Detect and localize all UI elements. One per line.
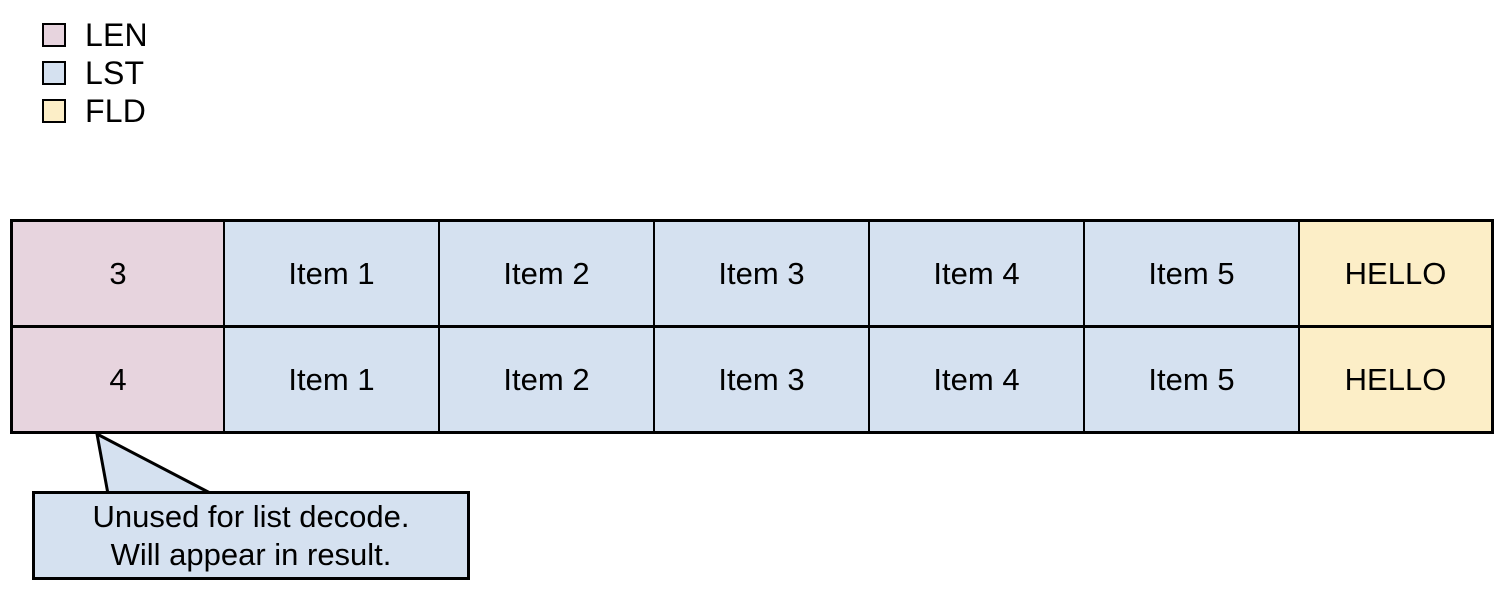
legend-label-len: LEN [85, 17, 148, 53]
legend-swatch-icon-fld [42, 99, 66, 123]
cell-list-item-row1-5: Item 5 [1085, 222, 1300, 325]
cell-list-item-row1-3: Item 3 [655, 222, 870, 325]
legend: LEN LST FLD [42, 16, 342, 130]
legend-item-len: LEN [42, 16, 342, 54]
cell-list-item-row2-2: Item 2 [440, 328, 655, 431]
cell-list-item-row1-4: Item 4 [870, 222, 1085, 325]
callout-box: Unused for list decode. Will appear in r… [32, 491, 470, 580]
legend-item-fld: FLD [42, 92, 342, 130]
cell-len-row1: 3 [13, 222, 225, 325]
cell-field-row1: HELLO [1300, 222, 1491, 325]
cell-list-item-row2-3: Item 3 [655, 328, 870, 431]
legend-label-fld: FLD [85, 93, 147, 129]
cell-list-item-row1-1: Item 1 [225, 222, 440, 325]
legend-swatch-icon-len [42, 23, 66, 47]
legend-item-lst: LST [42, 54, 342, 92]
callout-tail-icon [94, 431, 213, 496]
table-row: 3 Item 1 Item 2 Item 3 Item 4 Item 5 HEL… [13, 222, 1491, 328]
legend-label-lst: LST [85, 55, 145, 91]
callout-line-1: Unused for list decode. [92, 498, 410, 534]
table-row: 4 Item 1 Item 2 Item 3 Item 4 Item 5 HEL… [13, 328, 1491, 431]
cell-list-item-row2-4: Item 4 [870, 328, 1085, 431]
cell-list-item-row1-2: Item 2 [440, 222, 655, 325]
pdu-layout-table: 3 Item 1 Item 2 Item 3 Item 4 Item 5 HEL… [10, 219, 1494, 434]
legend-swatch-icon-lst [42, 61, 66, 85]
callout-line-2: Will appear in result. [110, 536, 392, 572]
cell-list-item-row2-1: Item 1 [225, 328, 440, 431]
cell-field-row2: HELLO [1300, 328, 1491, 431]
cell-len-row2: 4 [13, 328, 225, 431]
cell-list-item-row2-5: Item 5 [1085, 328, 1300, 431]
